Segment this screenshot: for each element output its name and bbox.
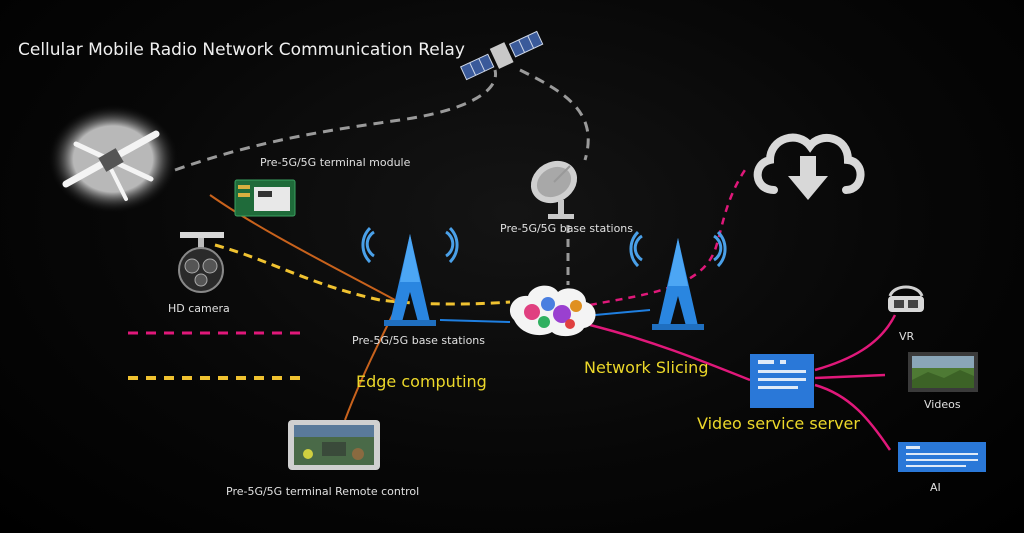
diagram-title: Cellular Mobile Radio Network Communicat… [18,40,465,60]
video-service-server-label: Video service server [697,414,860,433]
server-to-ai-line [814,383,892,451]
videos-label: Videos [924,398,961,411]
station-to-edge-line [439,319,511,323]
vr-label: VR [899,330,915,343]
hd-camera-icon [178,232,224,293]
edge-to-server-line [589,323,751,382]
terminal-module-icon [234,179,296,217]
server-to-vr-line [814,314,897,372]
camera-to-edge-line [214,243,511,306]
tower-to-cloud-line [589,169,747,307]
base-stations-top-label: Pre-5G/5G base stations [500,222,634,235]
brain-gears-icon [509,285,596,337]
dish-icon [530,160,578,219]
tower-icon [629,230,727,330]
satellite-icon [459,30,544,81]
video-screen-icon [908,352,978,392]
network-slicing-label: Network Slicing [584,358,709,377]
edge-computing-label: Edge computing [356,372,487,391]
remote-control-icon [288,420,380,470]
server-icon [750,354,814,408]
base-stations-left-label: Pre-5G/5G base stations [352,334,486,347]
ai-label: AI [930,481,941,494]
hd-camera-label: HD camera [168,302,230,315]
vr-headset-icon [888,285,924,312]
cloud-download-icon [753,133,865,200]
ai-panel-icon [898,442,986,472]
terminal-module-label: Pre-5G/5G terminal module [260,156,411,169]
module-to-station-line [209,194,396,301]
remote-control-label: Pre-5G/5G terminal Remote control [226,485,420,498]
server-to-videos-line [814,373,886,380]
satellite-downlink-line [519,68,590,161]
tower-icon [361,226,459,326]
drone-icon [47,104,179,214]
satellite-uplink-line [174,69,498,172]
brain-to-tower-line [594,309,651,316]
